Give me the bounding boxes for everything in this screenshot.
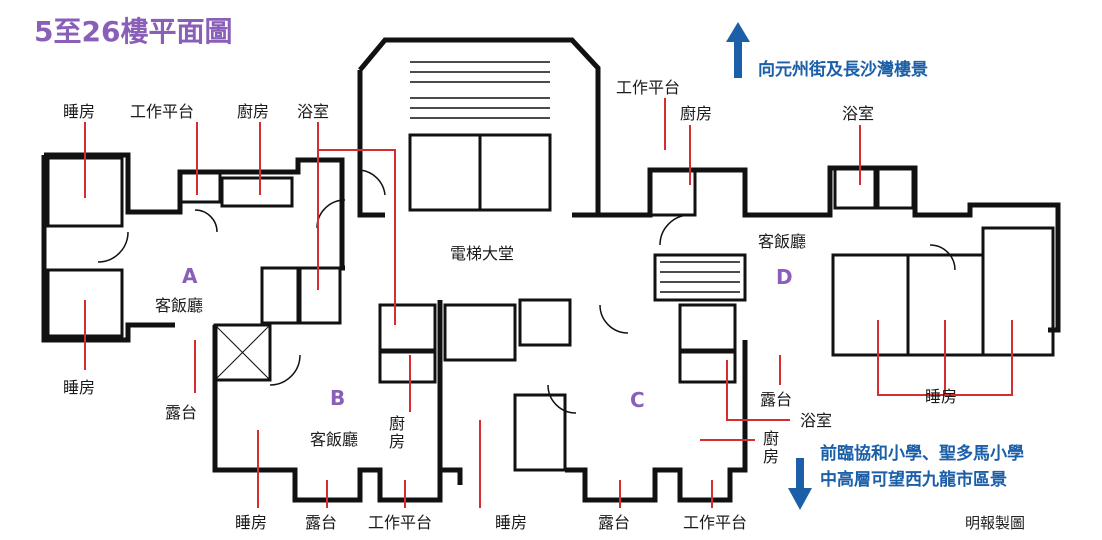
unit-a-label: A [182,264,198,288]
internal-walls [178,61,915,472]
unit-d-label: D [776,265,793,289]
label-a-kitchen: 廚房 [237,102,270,121]
credit: 明報製圖 [965,514,1026,532]
label-b-kitchen: 廚房 [388,414,405,452]
label-c-bedroom: 睡房 [495,513,528,532]
label-d-living: 客飯廳 [758,232,807,251]
label-a-utility: 工作平台 [130,102,195,121]
leader-lines [84,98,1013,508]
north-arrow-icon [726,22,750,78]
label-d-bathroom: 浴室 [842,104,875,123]
walls [41,37,1061,503]
label-a-bedroom-bottom: 睡房 [63,378,96,397]
south-view-note-1: 前臨協和小學、聖多馬小學 [820,444,1024,464]
unit-c-label: C [630,388,645,412]
label-c-utility: 工作平台 [683,513,748,532]
label-a-balcony: 露台 [165,403,198,422]
label-b-living: 客飯廳 [310,430,359,449]
plan-title: 5至26樓平面圖 [34,15,233,48]
label-d-bedroom: 睡房 [925,387,958,406]
label-lift-lobby: 電梯大堂 [450,244,515,263]
label-c-kitchen: 廚房 [762,429,779,467]
label-b-utility: 工作平台 [368,513,433,532]
unit-b-label: B [330,386,346,410]
north-view-note: 向元州街及長沙灣樓景 [758,60,928,80]
label-b-balcony: 露台 [305,513,338,532]
label-a-living: 客飯廳 [155,296,204,315]
label-a-bathroom: 浴室 [297,102,330,121]
label-b-bedroom: 睡房 [235,513,268,532]
label-a-bedroom-top: 睡房 [63,102,96,121]
label-d-utility: 工作平台 [616,78,681,97]
label-c-bathroom: 浴室 [800,411,833,430]
south-arrow-icon [788,458,812,510]
label-c-balcony: 露台 [598,513,631,532]
south-view-note-2: 中高層可望西九龍市區景 [820,470,1007,490]
label-d-kitchen: 廚房 [680,104,713,123]
label-d-balcony: 露台 [760,390,793,409]
